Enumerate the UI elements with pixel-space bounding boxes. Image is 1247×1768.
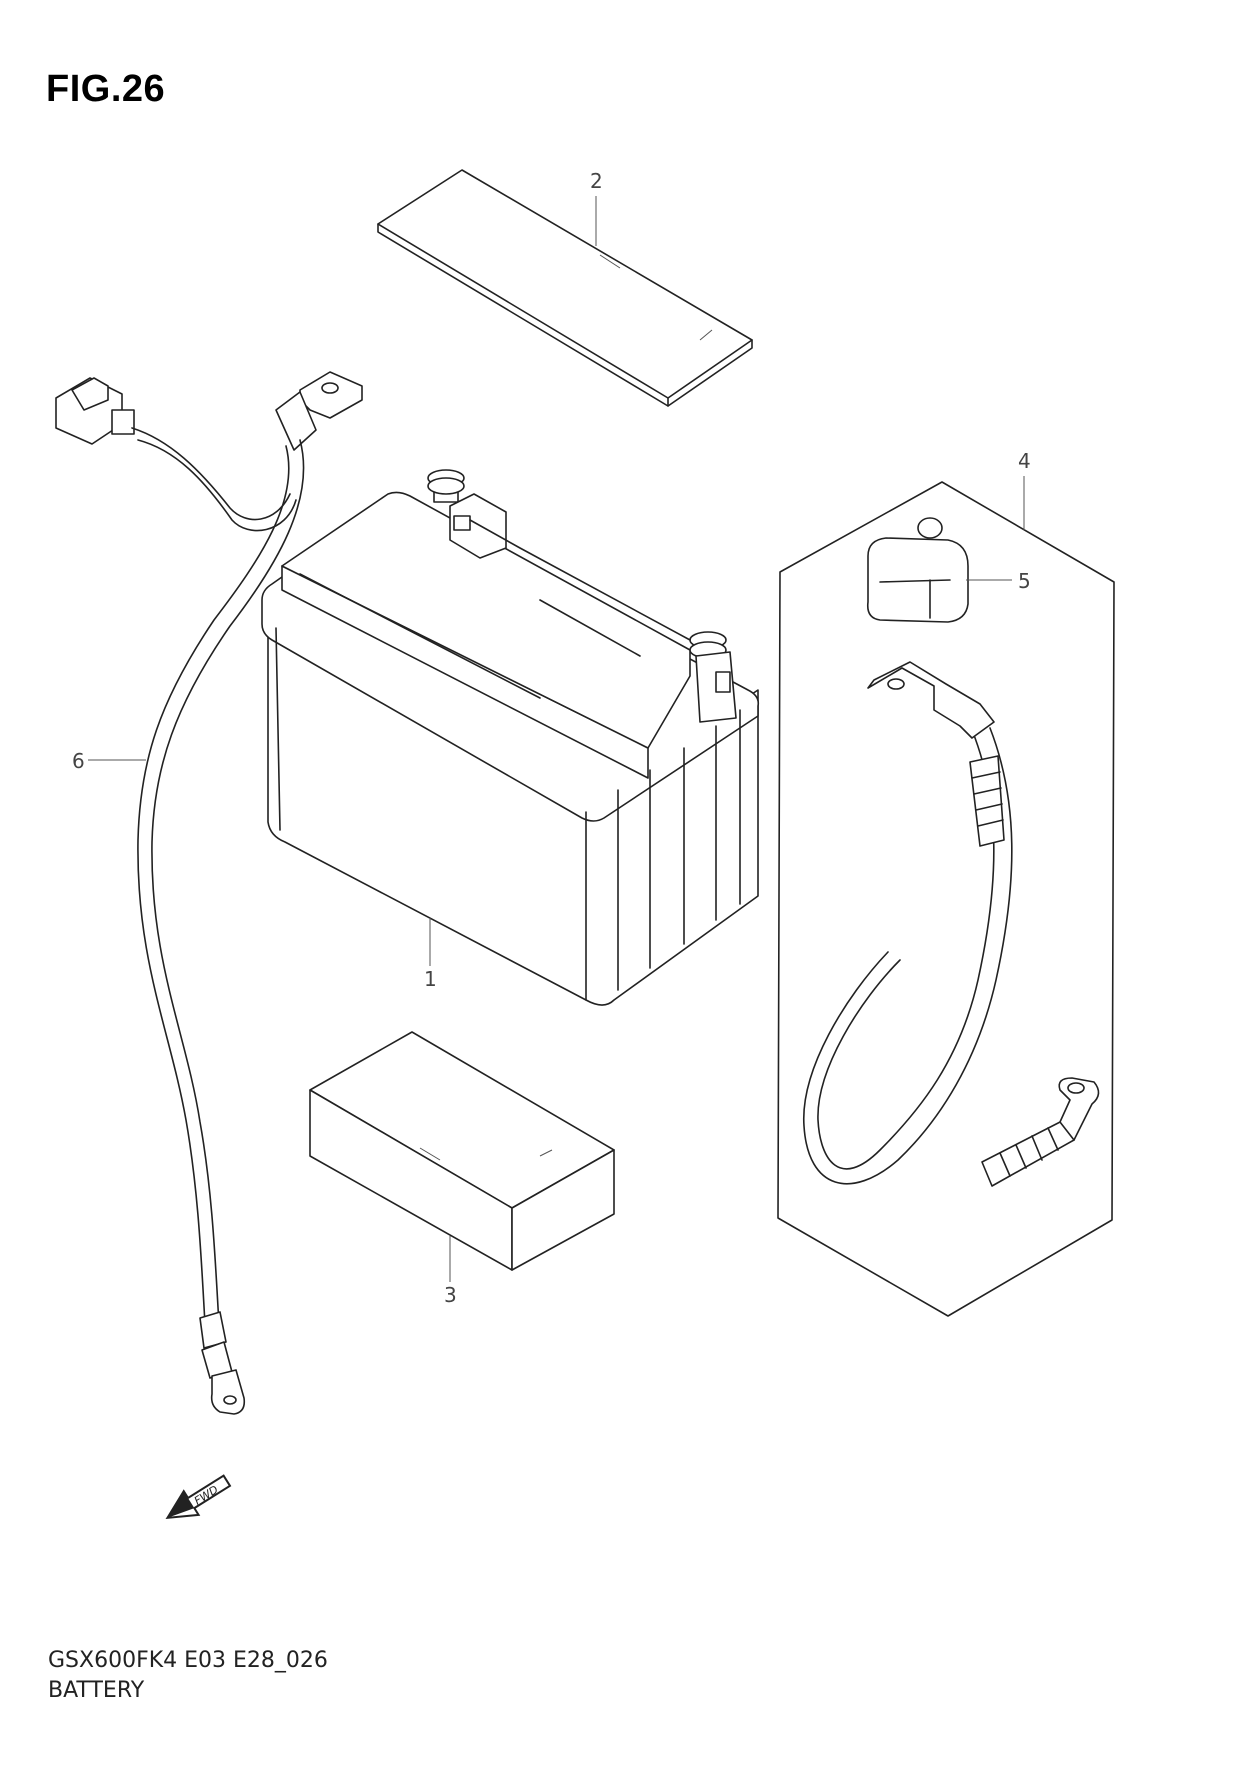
part-4-kit-outline [777, 481, 1115, 1317]
callout-1: 1 [424, 967, 437, 991]
figure-title: FIG.26 [46, 68, 166, 110]
callout-5: 5 [1018, 569, 1031, 593]
part-2-battery-pad [377, 169, 753, 407]
part-1-battery [261, 469, 760, 1006]
fwd-arrow-icon: FWD [165, 1474, 232, 1520]
callout-2: 2 [590, 169, 603, 193]
callout-3: 3 [444, 1283, 457, 1307]
footer-section-name: BATTERY [48, 1678, 145, 1703]
callout-6: 6 [72, 749, 85, 773]
callout-leaders [88, 196, 1025, 1282]
part-6-battery-lead [55, 371, 363, 1415]
part-4-battery-cable [803, 661, 1100, 1187]
part-5-terminal-cover [866, 517, 969, 623]
part-3-battery-case [309, 1031, 615, 1271]
footer-model-code: GSX600FK4 E03 E28_026 [48, 1648, 328, 1673]
diagram-footer: GSX600FK4 E03 E28_026 BATTERY [48, 1646, 328, 1706]
callout-4: 4 [1018, 449, 1031, 473]
